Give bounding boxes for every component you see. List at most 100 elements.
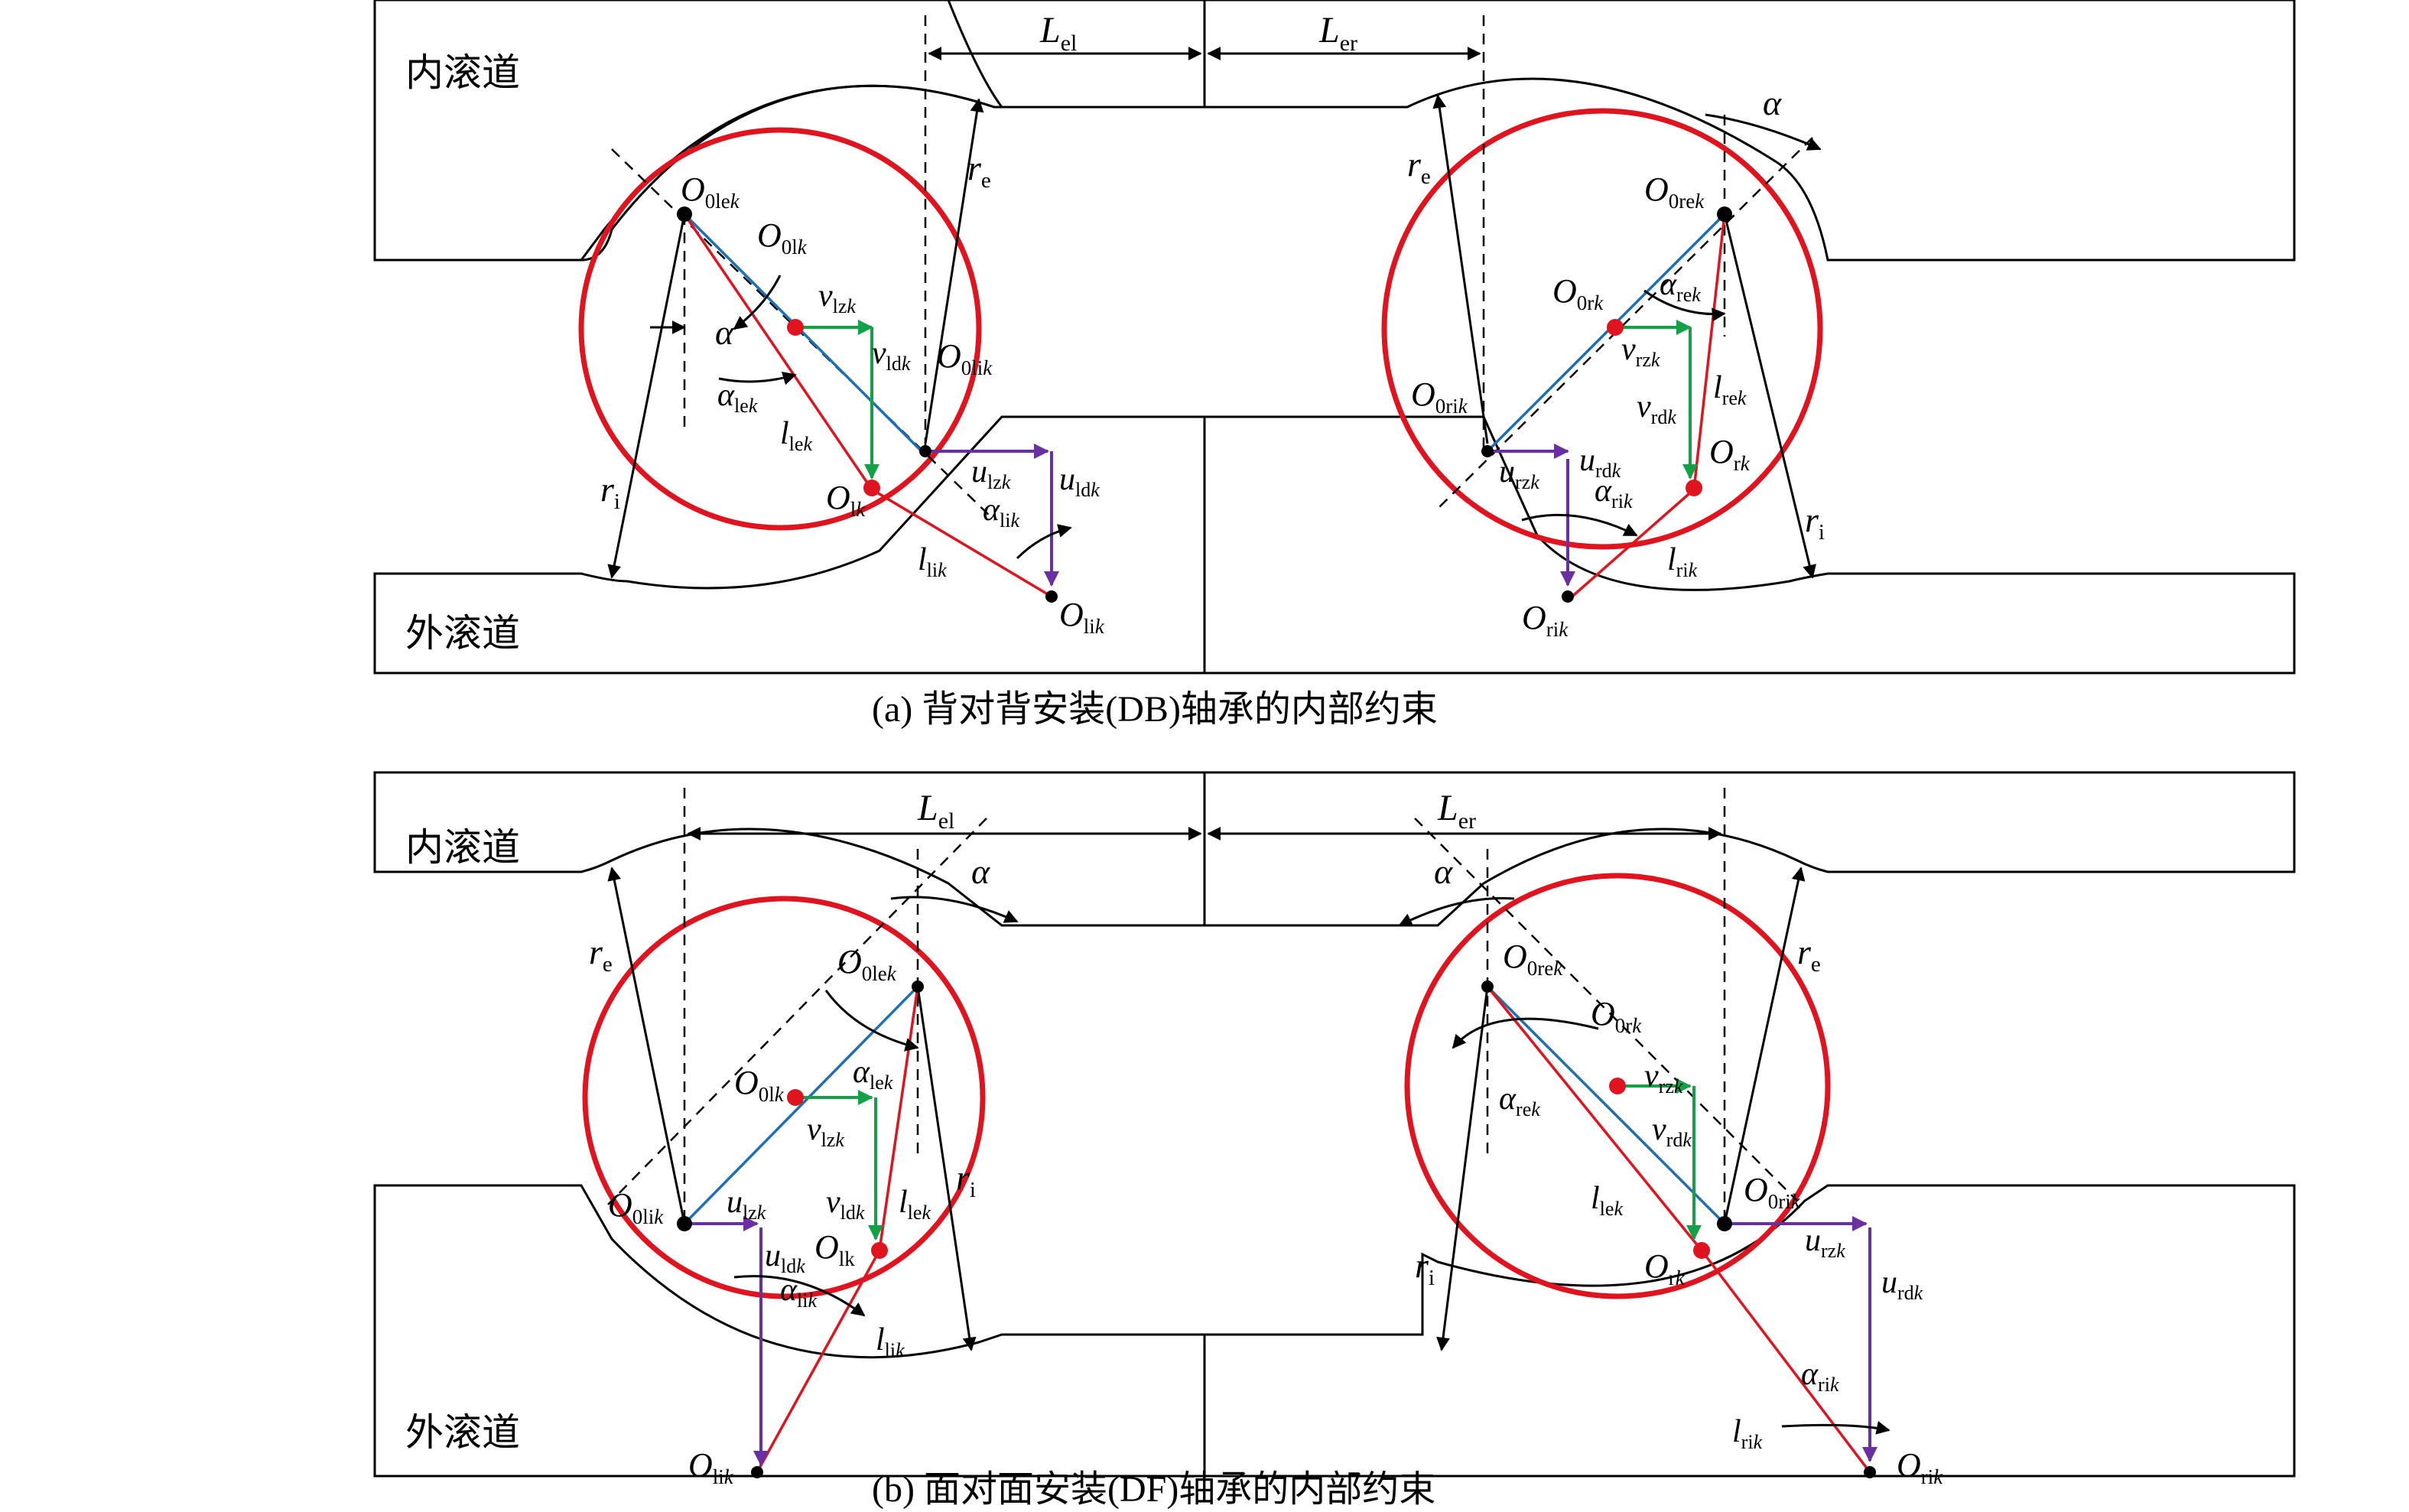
label-vrdk-b: vrdk [1652, 1112, 1692, 1151]
label-llek-a: llek [780, 416, 812, 455]
label-vlzk-b: vlzk [807, 1112, 844, 1151]
label-vldk-b: vldk [826, 1185, 865, 1224]
label-L-el-a: Lel [1039, 10, 1077, 56]
label-O0lek-b: O0lek [837, 943, 897, 985]
label-urdk-b: urdk [1881, 1265, 1923, 1304]
label-ri-left-a: ri [600, 470, 620, 514]
label-re-right-a: re [1407, 145, 1431, 189]
red-line-lek-right-b [1486, 985, 1703, 1252]
label-alphalik-a: αlik [983, 493, 1020, 532]
point-O0lek-b [912, 980, 924, 993]
dash-contact-right-b [1414, 818, 1798, 1201]
label-L-er-b: Ler [1437, 788, 1476, 834]
point-O0lik-b [677, 1216, 692, 1231]
outer-race-left [373, 415, 1206, 675]
point-O0rk [1607, 319, 1624, 336]
label-lrik-b: lrik [1732, 1414, 1763, 1453]
label-Olk-b: Olk [814, 1228, 855, 1270]
radius-re-left-b [607, 867, 686, 1224]
label-ulzk-a: ulzk [971, 454, 1011, 493]
blue-line-right [1486, 213, 1726, 453]
label-O0rek-a: O0rek [1644, 171, 1705, 213]
point-O0rek-b [1481, 980, 1494, 993]
label-L-el-b: Lel [917, 788, 954, 834]
label-Ork-b: Ork [1644, 1247, 1686, 1289]
label-llek-right-b: llek [1591, 1181, 1623, 1220]
angle-arc-alpharek [1643, 289, 1726, 322]
point-O0lik [919, 445, 931, 457]
angle-arc-alpha-right-b [1398, 896, 1515, 927]
label-ri-left-b: ri [956, 1158, 976, 1202]
label-llik-b: llik [876, 1322, 905, 1361]
label-llik-a: llik [918, 542, 947, 581]
label-Olk-a: Olk [826, 479, 866, 521]
point-O0lek [677, 206, 692, 222]
label-ri-right-a: ri [1805, 500, 1825, 545]
dash-contact-left [611, 148, 995, 521]
point-Olik [1045, 590, 1058, 603]
label-Orik-b: Orik [1897, 1446, 1943, 1488]
label-alpha-left-b: α [971, 852, 990, 891]
label-O0lk-a: O0lk [757, 216, 808, 259]
label-L-er-a: Ler [1318, 10, 1357, 56]
radius-re-right-b [1723, 867, 1806, 1224]
radius-re-right [1432, 94, 1489, 444]
point-O0lk-b [787, 1089, 804, 1106]
label-alpharek-a: αrek [1660, 267, 1701, 306]
label-alpha-right-b: α [1434, 852, 1453, 891]
point-Orik [1562, 590, 1574, 603]
point-Olk [863, 480, 880, 496]
label-alpharik-b: αrik [1801, 1357, 1839, 1396]
label-ri-right-b: ri [1415, 1246, 1435, 1290]
label-uldk-a: uldk [1059, 462, 1100, 501]
label-uldk-b: uldk [765, 1238, 805, 1277]
point-O0rek [1717, 206, 1732, 222]
label-vrzk-b: vrzk [1644, 1058, 1683, 1097]
angle-arc-alpha-right [1705, 113, 1822, 151]
label-lrek-a: lrek [1713, 370, 1747, 409]
label-outer-race-a: 外滚道 [405, 611, 520, 655]
label-Orik-a: Orik [1522, 599, 1569, 641]
ball-left [578, 127, 982, 531]
point-Olik-b [751, 1466, 763, 1478]
label-alpharik-a: αrik [1595, 473, 1633, 512]
point-Olk-b [871, 1242, 888, 1259]
label-O0lk-b: O0lk [734, 1064, 785, 1106]
angle-arc-alphalek [718, 372, 797, 385]
red-line-lik [871, 488, 1052, 598]
label-alpha-left-a: α [715, 313, 734, 352]
label-O0rk-a: O0rk [1552, 272, 1604, 314]
label-alphalek-a: αlek [717, 378, 758, 417]
blue-line-right-b [1486, 985, 1726, 1225]
label-O0lik-b: O0lik [608, 1186, 664, 1228]
point-Ork-b [1693, 1242, 1710, 1259]
radius-ri-left [607, 213, 686, 579]
label-re-left-b: re [589, 932, 613, 977]
label-re-right-b: re [1797, 932, 1821, 977]
outer-race-right [1203, 415, 2296, 675]
label-alpha-right-a: α [1763, 83, 1782, 122]
angle-arc-alpharek-b [1452, 1017, 1599, 1049]
caption-b: (b) 面对面安装(DF)轴承的内部约束 [872, 1469, 1435, 1510]
angle-arc-alpha-left-b [890, 896, 1019, 923]
angle-arc-alpharik-b [1781, 1421, 1890, 1435]
point-Orik-b [1864, 1466, 1876, 1478]
inner-race-path [373, 0, 2296, 262]
point-Ork [1686, 480, 1702, 496]
label-alpharek-b: αrek [1499, 1081, 1540, 1120]
blue-line-left [683, 213, 923, 453]
inner-race-right-b [1203, 771, 2296, 927]
blue-line-left-b [683, 985, 919, 1225]
label-urdk-a: urdk [1579, 443, 1621, 482]
point-O0rk-b [1609, 1078, 1626, 1094]
label-alphalek-b: αlek [853, 1055, 893, 1094]
angle-arc-alpharik [1521, 513, 1638, 537]
label-inner-race-b: 内滚道 [405, 825, 520, 870]
red-line-lek-b [878, 986, 919, 1251]
label-urzk-a: urzk [1499, 454, 1539, 493]
label-Olik-a: Olik [1059, 596, 1105, 638]
radius-ri-right-b [1436, 986, 1489, 1351]
angle-arc-alphalek-b [824, 990, 919, 1052]
caption-a: (a) 背对背安装(DB)轴承的内部约束 [872, 689, 1438, 730]
point-O0rik [1481, 445, 1494, 457]
